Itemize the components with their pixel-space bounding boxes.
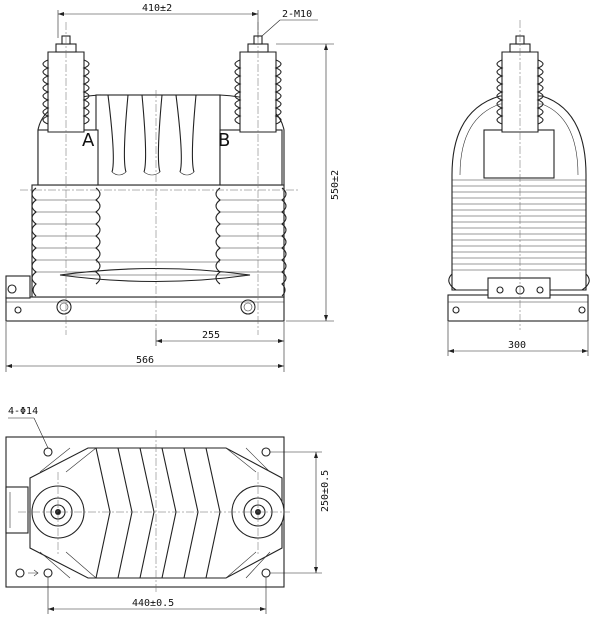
- front-dimensions: 410±2 2-M10 550±2 255 566: [5, 3, 341, 372]
- side-sheds: [448, 179, 590, 291]
- dim-mount-width: 250±0.5: [320, 470, 331, 512]
- side-base-plate: [447, 294, 589, 322]
- dim-overall-length: 566: [136, 355, 154, 366]
- side-dimensions: 300: [447, 322, 589, 356]
- front-base-plate: [5, 296, 285, 322]
- top-view: [5, 430, 290, 592]
- front-body: [31, 184, 285, 298]
- dim-height: 550±2: [330, 170, 341, 200]
- front-view: A B: [5, 22, 300, 335]
- note-holes: 4-Φ14: [8, 406, 38, 417]
- note-terminal: 2-M10: [282, 9, 312, 20]
- phase-b-label: B: [218, 130, 230, 151]
- front-mount-hole-right: [240, 299, 256, 315]
- side-view: [447, 20, 590, 330]
- front-left-bracket: [5, 275, 31, 299]
- dim-mount-offset: 255: [202, 330, 220, 341]
- dim-terminal-spacing: 410±2: [142, 3, 172, 14]
- top-dimensions: 4-Φ14 250±0.5 440±0.5: [8, 406, 331, 614]
- front-mount-hole-left: [56, 299, 72, 315]
- dim-width: 300: [508, 340, 526, 351]
- phase-a-label: A: [82, 130, 95, 151]
- front-right-sheds: [215, 187, 287, 297]
- dim-mount-length: 440±0.5: [132, 598, 174, 609]
